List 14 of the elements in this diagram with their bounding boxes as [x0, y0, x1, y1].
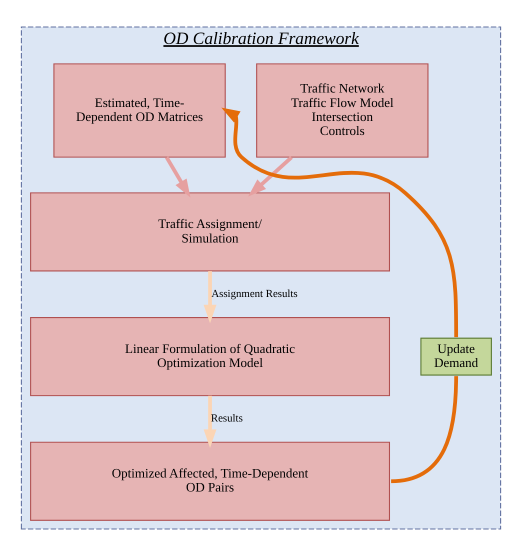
- node-box: Optimized Affected, Time-Dependent OD Pairs: [30, 442, 390, 521]
- edge-label: Results: [210, 412, 243, 425]
- node-box: Estimated, Time-Dependent OD Matrices: [53, 63, 226, 158]
- arrow: [248, 156, 293, 197]
- arrow: [221, 108, 458, 338]
- node-box: Traffic Assignment/ Simulation: [30, 192, 390, 272]
- arrow: [204, 271, 217, 324]
- node-box: Update Demand: [420, 338, 492, 376]
- arrow: [204, 396, 217, 448]
- arrow: [164, 156, 190, 198]
- node-box: Linear Formulation of Quadratic Optimization Model: [30, 317, 390, 396]
- connector: [390, 376, 458, 484]
- edge-label: Assignment Results: [211, 288, 298, 300]
- node-box: Traffic Network Traffic Flow Model Intersection Controls: [256, 63, 428, 158]
